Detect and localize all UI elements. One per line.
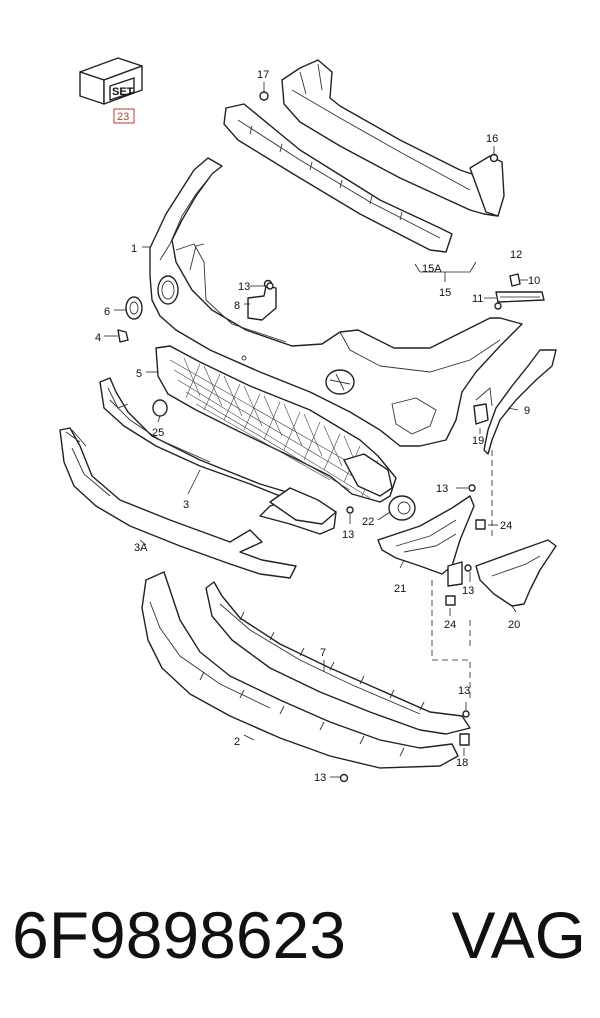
callout-8: 8	[234, 300, 240, 312]
callout-7: 7	[320, 647, 326, 659]
bolt-13-e	[462, 710, 470, 718]
bracket-22	[388, 495, 416, 521]
bolt-13-a	[266, 282, 274, 290]
callout-20: 20	[508, 619, 520, 631]
callout-3a: 3A	[134, 542, 148, 554]
callout-24-a: 24	[500, 520, 512, 532]
clip-24-top	[475, 519, 486, 530]
callout-5: 5	[136, 368, 142, 380]
bolt-11	[494, 302, 502, 310]
grille	[155, 345, 397, 503]
callout-13-d: 13	[462, 585, 474, 597]
callout-17: 17	[257, 69, 269, 81]
clip-4	[117, 329, 129, 343]
strip-10	[495, 291, 545, 303]
spoiler-3	[99, 377, 337, 535]
callout-21: 21	[394, 583, 406, 595]
bracket-small-21	[447, 561, 463, 587]
callout-9: 9	[524, 405, 530, 417]
callout-22: 22	[362, 516, 374, 528]
bolt-13-b	[468, 484, 476, 492]
fog-light-cover-21	[377, 495, 475, 575]
callout-25: 25	[152, 427, 164, 439]
callout-3: 3	[183, 499, 189, 511]
bracket-20	[475, 539, 557, 607]
callout-15a: 15A	[422, 263, 442, 275]
callout-19: 19	[472, 435, 484, 447]
bracket-8	[247, 279, 277, 321]
bolt-16	[489, 146, 499, 163]
callout-13-c: 13	[342, 529, 354, 541]
bolt-17	[259, 82, 269, 101]
callout-15: 15	[439, 287, 451, 299]
footer: 6F9898623 VAG	[0, 885, 600, 985]
lower-strip-3a	[59, 427, 297, 579]
side-panel-9	[483, 349, 557, 455]
cap-6	[125, 296, 143, 320]
callout-10: 10	[528, 275, 540, 287]
callout-18: 18	[456, 757, 468, 769]
part-number: 6F9898623	[12, 898, 346, 972]
callout-16: 16	[486, 133, 498, 145]
bolt-13-c	[346, 506, 354, 514]
set-box-label: 23	[117, 111, 129, 123]
impact-absorber	[223, 59, 505, 253]
callout-4: 4	[95, 332, 101, 344]
callout-13-f: 13	[314, 772, 326, 784]
parts-diagram: SET 23	[59, 57, 557, 784]
bolt-13-f	[339, 773, 349, 783]
brand-name: VAG	[451, 898, 586, 972]
reinforcement-7	[205, 581, 471, 735]
clip-12	[509, 273, 521, 287]
callout-2: 2	[234, 736, 240, 748]
callout-24-b: 24	[444, 619, 456, 631]
callout-6: 6	[104, 306, 110, 318]
callout-12: 12	[510, 249, 522, 261]
bolt-13-d	[464, 564, 472, 572]
callout-1: 1	[131, 243, 137, 255]
callout-13-a: 13	[238, 281, 250, 293]
clip-18	[459, 733, 470, 746]
grommet-25	[152, 399, 168, 417]
callout-13-b: 13	[436, 483, 448, 495]
bumper-cover	[149, 157, 523, 447]
set-box-text: SET	[112, 86, 134, 98]
callout-13-e: 13	[458, 685, 470, 697]
lower-bumper-2	[141, 571, 459, 769]
clip-24-bottom	[445, 595, 456, 606]
callout-11: 11	[472, 293, 483, 305]
set-box: SET 23	[79, 57, 143, 124]
bracket-19	[473, 403, 489, 425]
